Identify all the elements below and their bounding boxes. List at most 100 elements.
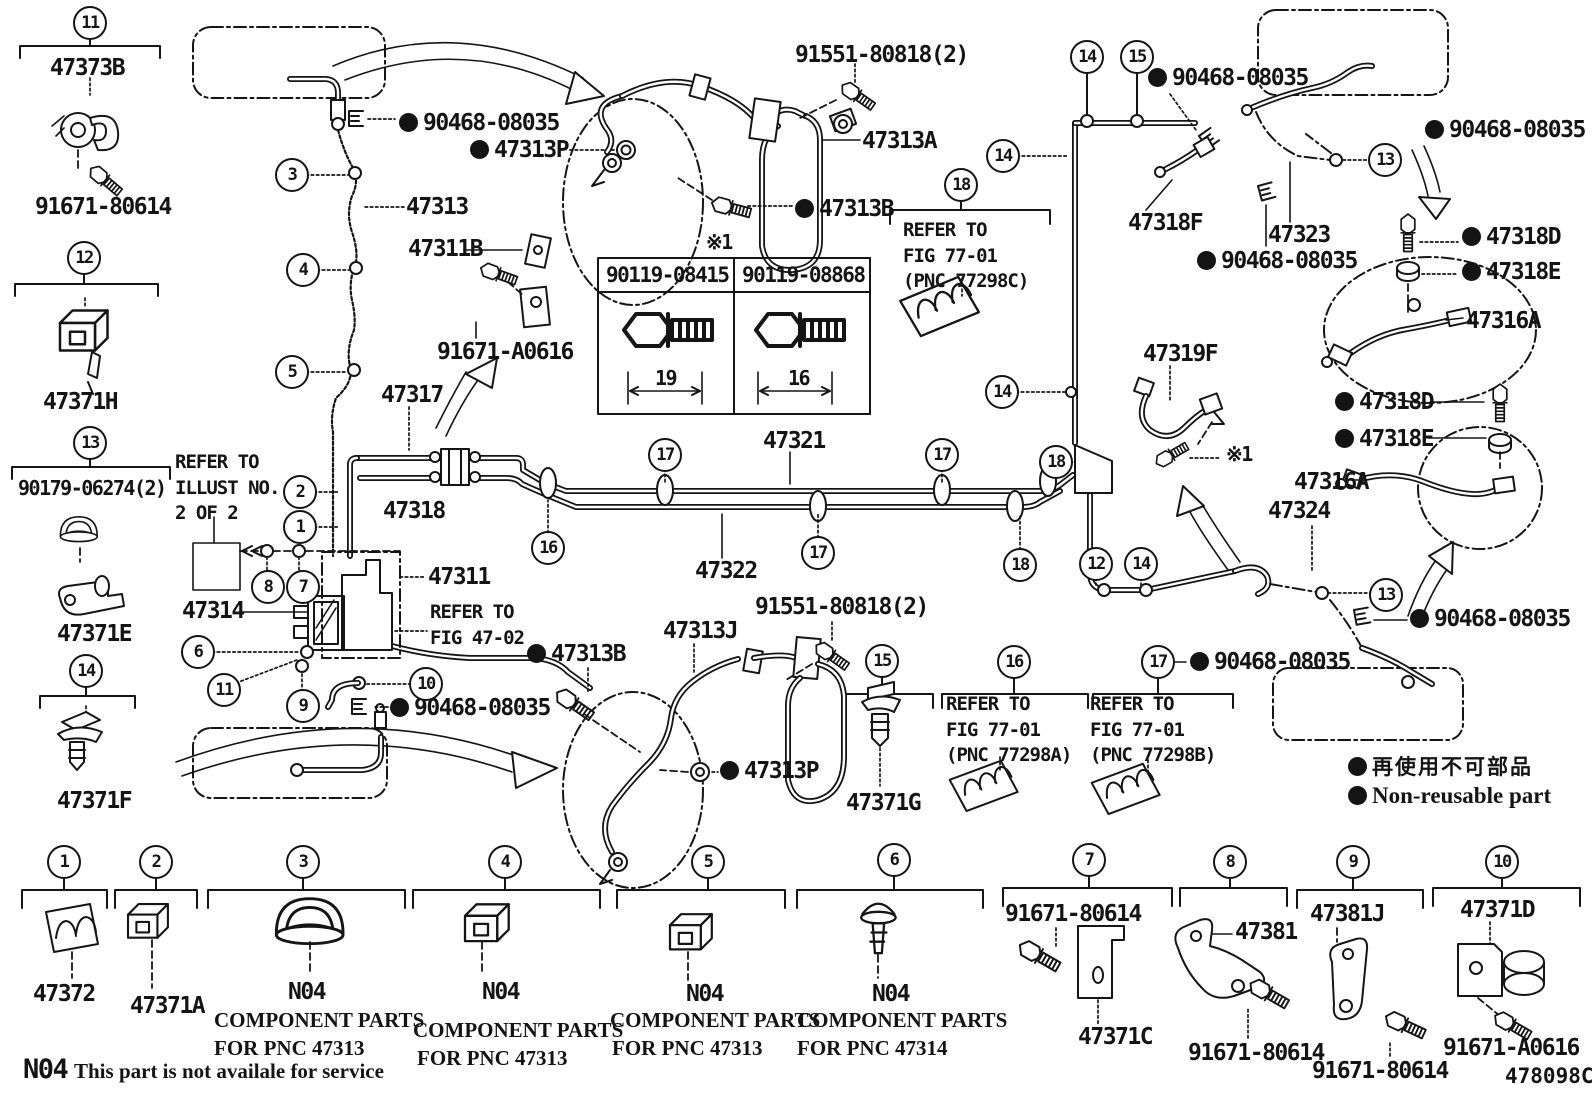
part-label-90468-6[interactable]: 90468-08035 — [1410, 608, 1571, 631]
callout-row-3[interactable]: 3 — [286, 845, 320, 879]
callout-row-8[interactable]: 8 — [1213, 845, 1247, 879]
callout-row-6[interactable]: 6 — [877, 843, 911, 877]
callout-18-top[interactable]: 18 — [944, 168, 978, 202]
callout-12[interactable]: 12 — [67, 241, 101, 275]
callout-12-right[interactable]: 12 — [1079, 547, 1113, 581]
callout-16-mid[interactable]: 16 — [997, 645, 1031, 679]
part-boxclip-4-drawing — [463, 903, 510, 973]
part-label-91671-80614-2[interactable]: 91671-80614 — [1005, 901, 1142, 927]
part-label-90468-5[interactable]: 90468-08035 — [1197, 250, 1358, 273]
callout-13-topright[interactable]: 13 — [1368, 143, 1402, 177]
callout-17-main3[interactable]: 17 — [925, 438, 959, 472]
callout-2[interactable]: 2 — [283, 475, 317, 509]
part-label-91671-80614-4[interactable]: 91671-80614 — [1312, 1058, 1449, 1084]
part-label-91551-2[interactable]: 91551-80818(2) — [755, 594, 929, 620]
part-label-90468-1[interactable]: 90468-08035 — [399, 112, 560, 135]
part-label-91671-80614-3[interactable]: 91671-80614 — [1188, 1040, 1325, 1066]
part-label-47313b-1[interactable]: 47313B — [795, 198, 895, 221]
part-label-47381j[interactable]: 47381J — [1310, 901, 1386, 927]
callout-row-9[interactable]: 9 — [1336, 845, 1370, 879]
part-label-47371g[interactable]: 47371G — [846, 790, 922, 816]
part-label-47373b[interactable]: 47373B — [50, 55, 126, 81]
table-header-90119-08868[interactable]: 90119-08868 — [742, 263, 866, 287]
callout-11[interactable]: 11 — [73, 6, 107, 40]
table-header-90119-08415[interactable]: 90119-08415 — [606, 263, 730, 287]
part-label-47371e[interactable]: 47371E — [57, 621, 133, 647]
callout-14-right[interactable]: 14 — [1124, 547, 1158, 581]
legend-en: Non-reusable part — [1348, 784, 1551, 807]
callout-14-tube[interactable]: 14 — [985, 375, 1019, 409]
part-label-47313p-2[interactable]: 47313P — [720, 760, 820, 783]
callout-6[interactable]: 6 — [181, 635, 215, 669]
part-label-47313j[interactable]: 47313J — [663, 618, 739, 644]
part-label-47372[interactable]: 47372 — [33, 981, 96, 1007]
callout-1[interactable]: 1 — [283, 510, 317, 544]
part-label-47371a[interactable]: 47371A — [130, 993, 206, 1019]
part-label-47314[interactable]: 47314 — [182, 598, 245, 624]
callout-5[interactable]: 5 — [275, 355, 309, 389]
part-label-47313b-2[interactable]: 47313B — [527, 643, 627, 666]
callout-17-mid[interactable]: 17 — [1141, 645, 1175, 679]
part-label-47324[interactable]: 47324 — [1268, 498, 1331, 524]
part-label-47311b[interactable]: 47311B — [408, 236, 484, 262]
callout-9[interactable]: 9 — [286, 689, 320, 723]
part-label-47371c[interactable]: 47371C — [1078, 1024, 1154, 1050]
callout-row-2[interactable]: 2 — [139, 845, 173, 879]
callout-18-main2[interactable]: 18 — [1039, 445, 1073, 479]
callout-14-top2[interactable]: 14 — [986, 139, 1020, 173]
callout-10[interactable]: 10 — [409, 667, 443, 701]
part-label-47371f[interactable]: 47371F — [57, 788, 133, 814]
part-label-47316a-1[interactable]: 47316A — [1466, 308, 1542, 334]
callout-row-10[interactable]: 10 — [1485, 845, 1519, 879]
part-47381-drawing — [1174, 918, 1292, 1039]
part-label-90179-06274[interactable]: 90179-06274(2) — [18, 476, 167, 500]
callout-13-left[interactable]: 13 — [73, 426, 107, 460]
callout-18-main1[interactable]: 18 — [1003, 548, 1037, 582]
callout-13-right[interactable]: 13 — [1369, 578, 1403, 612]
part-label-47371h[interactable]: 47371H — [43, 389, 119, 415]
part-label-91551-1[interactable]: 91551-80818(2) — [795, 42, 969, 68]
part-label-47313p-1[interactable]: 47313P — [470, 139, 570, 162]
callout-14-top[interactable]: 14 — [1070, 40, 1104, 74]
part-label-47319f[interactable]: 47319F — [1143, 341, 1219, 367]
part-label-47318e-1[interactable]: 47318E — [1462, 261, 1562, 284]
part-label-91671-80614-1[interactable]: 91671-80614 — [35, 194, 172, 220]
callout-row-4[interactable]: 4 — [488, 845, 522, 879]
part-label-91671-a0616-2[interactable]: 91671-A0616 — [1443, 1035, 1580, 1061]
part-label-47317[interactable]: 47317 — [381, 382, 444, 408]
callout-17-main2[interactable]: 17 — [801, 536, 835, 570]
part-label-47311[interactable]: 47311 — [428, 564, 491, 590]
callout-11b[interactable]: 11 — [207, 673, 241, 707]
part-label-47318e-2[interactable]: 47318E — [1335, 428, 1435, 451]
note-refer-7701a: REFER TO FIG 77-01 (PNC 77298A) — [946, 693, 1072, 767]
part-label-90468-4[interactable]: 90468-08035 — [1425, 119, 1586, 142]
callout-7[interactable]: 7 — [286, 570, 320, 604]
part-label-47316a-2[interactable]: 47316A — [1294, 469, 1370, 495]
part-label-47322[interactable]: 47322 — [695, 558, 758, 584]
part-label-90468-3[interactable]: 90468-08035 — [1148, 67, 1309, 90]
part-label-47318d-1[interactable]: 47318D — [1462, 226, 1562, 249]
part-label-47318f[interactable]: 47318F — [1128, 210, 1204, 236]
part-label-91671-a0616-1[interactable]: 91671-A0616 — [437, 339, 574, 365]
part-label-47313a[interactable]: 47313A — [862, 128, 938, 154]
callout-14-left[interactable]: 14 — [69, 654, 103, 688]
callout-15-top[interactable]: 15 — [1120, 40, 1154, 74]
part-label-47318[interactable]: 47318 — [383, 498, 446, 524]
callout-4[interactable]: 4 — [286, 253, 320, 287]
callout-16-main[interactable]: 16 — [531, 531, 565, 565]
part-label-47313[interactable]: 47313 — [406, 194, 469, 220]
callout-3[interactable]: 3 — [275, 158, 309, 192]
part-label-47323[interactable]: 47323 — [1268, 222, 1331, 248]
callout-row-1[interactable]: 1 — [47, 845, 81, 879]
callout-15-mid[interactable]: 15 — [865, 644, 899, 678]
part-label-47381[interactable]: 47381 — [1235, 919, 1298, 945]
callout-row-5[interactable]: 5 — [691, 845, 725, 879]
callout-row-7[interactable]: 7 — [1072, 843, 1106, 877]
part-label-90468-2[interactable]: 90468-08035 — [390, 697, 551, 720]
part-label-90468-7[interactable]: 90468-08035 — [1190, 651, 1351, 674]
part-label-47321[interactable]: 47321 — [763, 428, 826, 454]
part-label-47371d[interactable]: 47371D — [1460, 897, 1536, 923]
callout-8[interactable]: 8 — [251, 570, 285, 604]
part-label-47318d-2[interactable]: 47318D — [1335, 391, 1435, 414]
callout-17-main1[interactable]: 17 — [648, 438, 682, 472]
